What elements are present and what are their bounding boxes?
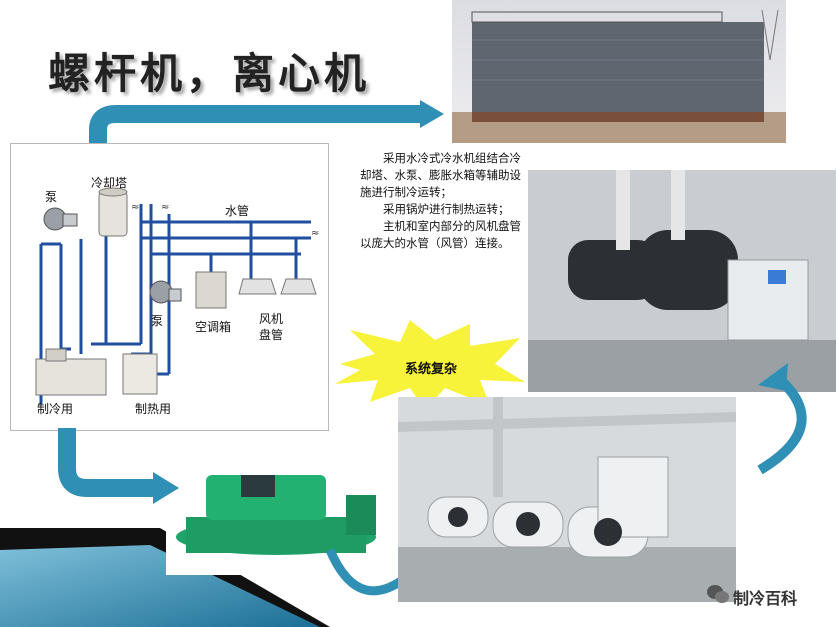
description-line-2: 采用锅炉进行制热运转； <box>383 202 510 216</box>
cooling-tower-icon <box>98 191 128 237</box>
watermark-text: 制冷百科 <box>733 589 798 608</box>
fan-coil-icon-1 <box>238 278 277 295</box>
machine-room-photo-2 <box>398 397 736 602</box>
decorative-wedge <box>0 528 330 627</box>
description-line-1: 采用水冷式冷水机组结合冷却塔、水泵、膨胀水箱等辅助设施进行制冷运转； <box>360 151 521 199</box>
machine-room-photo-1 <box>528 170 836 392</box>
pipe-network: ≈ ≈ ≈ <box>35 187 319 404</box>
svg-text:≈: ≈ <box>311 228 319 239</box>
label-fan-coil-line2: 盘管 <box>259 328 284 342</box>
svg-text:≈: ≈ <box>131 202 139 213</box>
fan-coil-icon-2 <box>280 278 317 295</box>
system-schematic: ≈ ≈ ≈ 泵 冷却塔 水管 泵 空调箱 风机 盘管 制冷用 制热用 <box>10 143 329 431</box>
description-text: 采用水冷式冷水机组结合冷却塔、水泵、膨胀水箱等辅助设施进行制冷运转； 采用锅炉进… <box>360 150 530 252</box>
label-air-handling-unit: 空调箱 <box>195 320 232 334</box>
chiller-icon <box>35 358 107 396</box>
green-chiller-photo <box>166 455 391 575</box>
air-handling-unit-icon <box>195 271 227 309</box>
cooling-tower-photo <box>452 0 786 143</box>
complexity-burst <box>335 320 525 410</box>
label-cooling-tower: 冷却塔 <box>91 176 128 190</box>
label-pump-left: 泵 <box>45 190 58 204</box>
burst-label: 系统复杂 <box>405 362 458 377</box>
label-chiller: 制冷用 <box>37 402 74 416</box>
boiler-icon <box>122 353 158 395</box>
arrow-to-green-chiller <box>58 428 179 504</box>
label-boiler: 制热用 <box>135 402 172 416</box>
description-line-3: 主机和室内部分的风机盘管以庞大的水管（风管）连接。 <box>360 219 521 250</box>
label-fan-coil-line1: 风机 <box>259 312 284 326</box>
page-title: 螺杆机，离心机 <box>48 49 371 98</box>
arrow-to-cooling-tower <box>89 100 444 170</box>
label-pump-middle: 泵 <box>151 314 164 328</box>
label-water-pipe: 水管 <box>225 204 250 218</box>
arrow-curve-right <box>757 363 807 475</box>
wechat-icon <box>707 585 729 603</box>
svg-text:≈: ≈ <box>161 202 169 213</box>
